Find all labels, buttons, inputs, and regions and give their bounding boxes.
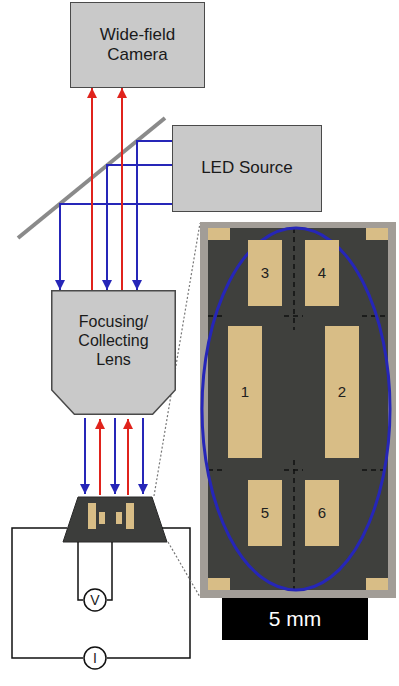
illumination-circle — [202, 228, 390, 590]
electrode-trace — [208, 228, 230, 240]
voltmeter-symbol: V — [83, 588, 107, 612]
node-label: Wide-field Camera — [79, 25, 196, 65]
electrode-pad: 2 — [325, 326, 359, 458]
electrode-pad: 5 — [248, 480, 282, 546]
scale-bar: 5 mm — [222, 598, 368, 640]
callout-label: 5 — [261, 504, 269, 522]
cut-line — [293, 460, 295, 590]
electrode-pad — [116, 512, 122, 524]
electrode-pad: 1 — [228, 326, 262, 458]
callout-label: 4 — [318, 264, 326, 282]
electrode-pad — [126, 503, 134, 529]
emission-ray — [91, 88, 93, 290]
excitation-ray — [137, 141, 172, 290]
cut-line — [208, 469, 226, 471]
cut-line — [284, 469, 303, 471]
light-source-box: LED Source — [172, 125, 322, 212]
callout-label: 6 — [318, 504, 326, 522]
electrode-trace — [366, 578, 388, 590]
electrode-pad — [88, 503, 96, 529]
electrode-pad: 3 — [248, 240, 282, 306]
electrode-trace — [366, 228, 388, 240]
emission-ray — [121, 88, 123, 290]
excitation-ray — [107, 165, 172, 290]
emission-ray — [99, 419, 101, 495]
sample — [63, 497, 167, 542]
lens-outline — [52, 291, 175, 415]
excitation-ray — [60, 204, 172, 290]
node-label: 5 mm — [269, 607, 322, 632]
current-source-symbol: I — [83, 646, 107, 670]
camera-box: Wide-field Camera — [70, 2, 205, 88]
sample-photo — [208, 228, 388, 590]
excitation-ray — [142, 418, 144, 494]
excitation-ray — [84, 418, 86, 494]
callout-label: I — [93, 650, 97, 667]
excitation-ray — [114, 418, 116, 494]
callout-label: 1 — [241, 383, 249, 401]
electrode-pad: 4 — [305, 240, 339, 306]
meter-outline — [84, 647, 106, 669]
circuit-wire — [12, 528, 190, 658]
node-label: Focusing/ Collecting Lens — [67, 313, 160, 370]
electrode-pad — [99, 512, 105, 524]
electrode-pad: 6 — [305, 480, 339, 546]
zoom-line — [168, 542, 200, 597]
node-label: LED Source — [201, 158, 293, 178]
cut-lines — [208, 228, 388, 590]
objective-lens: Focusing/ Collecting Lens — [51, 290, 176, 415]
cut-line — [293, 228, 295, 330]
electrode-trace — [208, 578, 230, 590]
sample-photo — [200, 222, 396, 598]
meter-outline — [84, 589, 106, 611]
callout-label: 3 — [261, 264, 269, 282]
callout-label: 2 — [338, 383, 346, 401]
emission-ray — [127, 419, 129, 495]
cut-line — [284, 315, 303, 317]
callout-label: V — [90, 592, 99, 609]
